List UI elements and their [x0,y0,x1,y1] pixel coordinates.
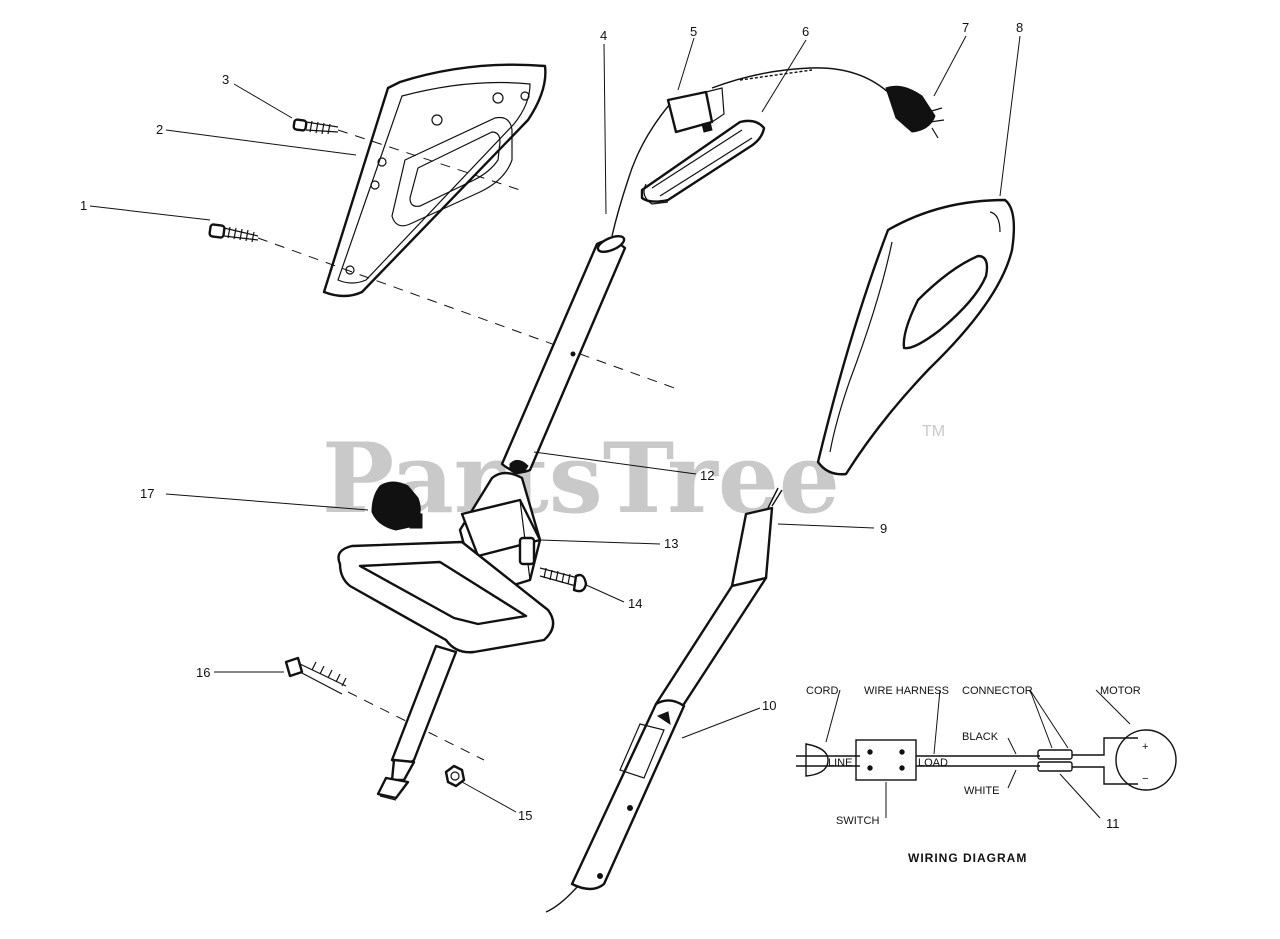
part-16-bolt [284,656,347,695]
motor-plus-sign: + [1142,741,1148,753]
connector-black [1037,749,1073,760]
switch-box [855,739,917,781]
wiring-label-load: LOAD [918,757,948,769]
wiring-diagram-title: WIRING DIAGRAM [908,851,1027,865]
callout-leader-lines [89,35,1021,813]
callout-11: 11 [1106,816,1120,831]
part-12-upper-tube [500,235,627,475]
part-6-switch-bracket [640,119,766,205]
callout-10: 10 [762,698,776,713]
part-7-power-cord [611,67,945,237]
alignment-line-screw-1 [257,237,681,391]
part-5-switch [666,87,725,134]
wiring-label-connector: CONNECTOR [962,685,1033,697]
wiring-label-wire-harness: WIRE HARNESS [864,685,949,697]
part-17-knob [371,481,423,531]
part-3-screw [292,118,339,135]
callout-numbers: 1 2 3 4 5 6 7 8 9 10 11 12 13 14 15 16 1… [80,20,1120,831]
callout-4: 4 [600,28,607,43]
wiring-diagram: CORD WIRE HARNESS CONNECTOR MOTOR BLACK … [796,685,1177,865]
lower-shaft [376,644,458,801]
callout-14: 14 [628,596,642,611]
callout-16: 16 [196,665,210,680]
callout-9: 9 [880,521,887,536]
plug-symbol [805,743,829,777]
callout-1: 1 [80,198,87,213]
wiring-label-line: LINE [828,757,852,769]
callout-8: 8 [1016,20,1023,35]
part-9-10-lower-tube [545,487,783,913]
callout-3: 3 [222,72,229,87]
wiring-label-cord: CORD [806,685,838,697]
callout-7: 7 [962,20,969,35]
callout-2: 2 [156,122,163,137]
wiring-label-switch: SWITCH [836,815,879,827]
callout-17: 17 [140,486,154,501]
watermark-tm: TM [922,423,945,440]
part-8-right-handle-half [816,198,1016,476]
connector-white [1037,761,1073,772]
motor-symbol [1115,729,1177,791]
callout-6: 6 [802,24,809,39]
callout-13: 13 [664,536,678,551]
part-15-nut [444,764,466,788]
motor-minus-sign: − [1142,773,1148,785]
part-2-left-handle-half [322,63,547,298]
alignment-line-screw-3 [337,129,521,191]
part-1-screw [208,223,259,243]
wiring-label-motor: MOTOR [1100,685,1141,697]
wiring-label-white: WHITE [964,785,999,797]
wiring-label-black: BLACK [962,731,999,743]
callout-5: 5 [690,24,697,39]
callout-15: 15 [518,808,532,823]
handle-loop [337,540,555,654]
part-14-screw [539,567,588,593]
callout-12: 12 [700,468,714,483]
